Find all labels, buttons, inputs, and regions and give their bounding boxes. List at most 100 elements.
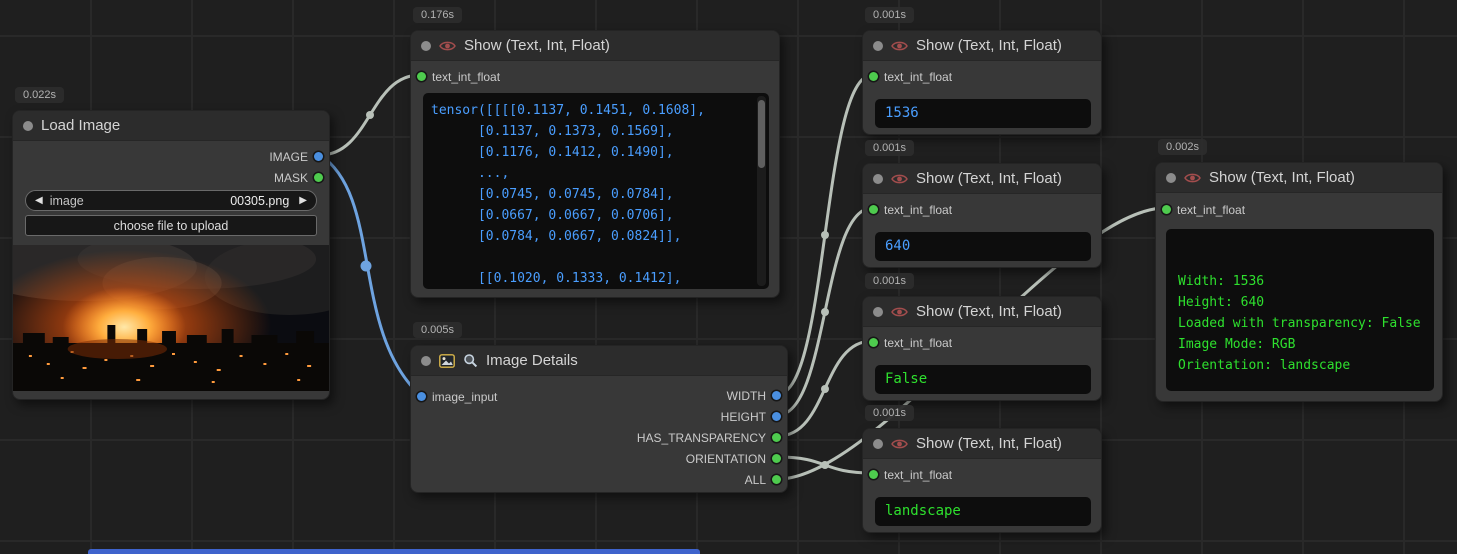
node-titlebar[interactable]: Show (Text, Int, Float) bbox=[1156, 163, 1442, 193]
collapse-dot[interactable] bbox=[873, 41, 883, 51]
input-port-text-int-float[interactable] bbox=[417, 72, 426, 81]
output-slot-width: WIDTH bbox=[411, 385, 787, 406]
summary-value: Width: 1536 Height: 640 Loaded with tran… bbox=[1166, 229, 1434, 376]
output-port-orientation[interactable] bbox=[772, 454, 781, 463]
execution-time-badge: 0.001s bbox=[865, 405, 914, 421]
node-show-width[interactable]: 0.001s Show (Text, Int, Float) text_int_… bbox=[862, 30, 1102, 135]
collapse-dot[interactable] bbox=[873, 439, 883, 449]
output-slot-mask: MASK bbox=[13, 167, 329, 188]
output-port-image[interactable] bbox=[314, 152, 323, 161]
node-titlebar[interactable]: Show (Text, Int, Float) bbox=[863, 429, 1101, 459]
eye-icon bbox=[891, 173, 908, 185]
tensor-output-textbox[interactable]: tensor([[[[0.1137, 0.1451, 0.1608], [0.1… bbox=[423, 93, 769, 289]
collapse-dot[interactable] bbox=[873, 307, 883, 317]
slot-label: text_int_float bbox=[884, 468, 952, 482]
scrollbar-track[interactable] bbox=[757, 96, 766, 286]
input-port-text-int-float[interactable] bbox=[869, 338, 878, 347]
node-title: Show (Text, Int, Float) bbox=[916, 170, 1062, 187]
input-slot-text-int-float: text_int_float bbox=[1156, 199, 1442, 220]
summary-display: Width: 1536 Height: 640 Loaded with tran… bbox=[1166, 229, 1434, 391]
node-show-height[interactable]: 0.001s Show (Text, Int, Float) text_int_… bbox=[862, 163, 1102, 268]
combo-label: image bbox=[50, 194, 84, 208]
input-port-text-int-float[interactable] bbox=[869, 470, 878, 479]
output-slot-orientation: ORIENTATION bbox=[411, 448, 787, 469]
collapse-dot[interactable] bbox=[421, 41, 431, 51]
slot-label-mask: MASK bbox=[274, 171, 308, 185]
execution-time-badge: 0.001s bbox=[865, 7, 914, 23]
combo-prev-icon[interactable]: ◀ bbox=[35, 196, 43, 206]
slot-label-image: IMAGE bbox=[269, 150, 308, 164]
input-port-text-int-float[interactable] bbox=[869, 72, 878, 81]
slot-label: text_int_float bbox=[432, 70, 500, 84]
picture-icon bbox=[439, 354, 455, 368]
input-slot-text-int-float: text_int_float bbox=[411, 66, 779, 87]
fire-city-thumbnail bbox=[13, 245, 329, 391]
node-show-orientation[interactable]: 0.001s Show (Text, Int, Float) text_int_… bbox=[862, 428, 1102, 533]
output-port-height[interactable] bbox=[772, 412, 781, 421]
execution-time-badge: 0.001s bbox=[865, 140, 914, 156]
node-titlebar[interactable]: Image Details bbox=[411, 346, 787, 376]
wire-midpoint-dot[interactable] bbox=[821, 231, 829, 239]
output-port-has-transparency[interactable] bbox=[772, 433, 781, 442]
collapse-dot[interactable] bbox=[1166, 173, 1176, 183]
input-slot-text-int-float: text_int_float bbox=[863, 66, 1101, 87]
wire-midpoint-dot[interactable] bbox=[821, 308, 829, 316]
execution-time-badge: 0.022s bbox=[15, 87, 64, 103]
node-titlebar[interactable]: Load Image bbox=[13, 111, 329, 141]
execution-time-badge: 0.176s bbox=[413, 7, 462, 23]
width-value: 1536 bbox=[875, 99, 1091, 127]
node-image-details[interactable]: 0.005s Image Details image_input WIDTH H… bbox=[410, 345, 788, 493]
orientation-value: landscape bbox=[875, 497, 1091, 525]
collapse-dot[interactable] bbox=[421, 356, 431, 366]
offscreen-node-top-edge[interactable] bbox=[88, 549, 700, 554]
slot-label: text_int_float bbox=[884, 203, 952, 217]
scrollbar-thumb[interactable] bbox=[758, 100, 765, 168]
output-slot-height: HEIGHT bbox=[411, 406, 787, 427]
wire-midpoint-dot[interactable] bbox=[366, 111, 374, 119]
slot-label-all: ALL bbox=[745, 473, 766, 487]
node-title: Show (Text, Int, Float) bbox=[916, 37, 1062, 54]
output-port-all[interactable] bbox=[772, 475, 781, 484]
node-show-all[interactable]: 0.002s Show (Text, Int, Float) text_int_… bbox=[1155, 162, 1443, 402]
execution-time-badge: 0.001s bbox=[865, 273, 914, 289]
wire-midpoint-dot[interactable] bbox=[821, 461, 829, 469]
output-port-mask[interactable] bbox=[314, 173, 323, 182]
node-title: Show (Text, Int, Float) bbox=[916, 303, 1062, 320]
combo-next-icon[interactable]: ▶ bbox=[299, 196, 307, 206]
wire-image-to-image-details[interactable] bbox=[320, 155, 420, 395]
image-filename-combo[interactable]: ◀ image 00305.png ▶ bbox=[25, 190, 317, 211]
collapse-dot[interactable] bbox=[23, 121, 33, 131]
node-show-tensor[interactable]: 0.176s Show (Text, Int, Float) text_int_… bbox=[410, 30, 780, 298]
input-port-text-int-float[interactable] bbox=[1162, 205, 1171, 214]
eye-icon bbox=[891, 40, 908, 52]
slot-label: text_int_float bbox=[884, 336, 952, 350]
eye-icon bbox=[1184, 172, 1201, 184]
node-title: Show (Text, Int, Float) bbox=[916, 435, 1062, 452]
tensor-value: tensor([[[[0.1137, 0.1451, 0.1608], [0.1… bbox=[423, 93, 769, 289]
slot-label-height: HEIGHT bbox=[721, 410, 766, 424]
collapse-dot[interactable] bbox=[873, 174, 883, 184]
input-port-text-int-float[interactable] bbox=[869, 205, 878, 214]
node-show-transparency[interactable]: 0.001s Show (Text, Int, Float) text_int_… bbox=[862, 296, 1102, 401]
slot-label-orientation: ORIENTATION bbox=[686, 452, 766, 466]
eye-icon bbox=[439, 40, 456, 52]
node-titlebar[interactable]: Show (Text, Int, Float) bbox=[863, 297, 1101, 327]
node-titlebar[interactable]: Show (Text, Int, Float) bbox=[863, 164, 1101, 194]
node-titlebar[interactable]: Show (Text, Int, Float) bbox=[411, 31, 779, 61]
value-display: 1536 bbox=[875, 99, 1091, 128]
output-slot-image: IMAGE bbox=[13, 146, 329, 167]
choose-file-button[interactable]: choose file to upload bbox=[25, 215, 317, 236]
image-preview bbox=[13, 245, 329, 391]
execution-time-badge: 0.002s bbox=[1158, 139, 1207, 155]
output-slot-all: ALL bbox=[411, 469, 787, 490]
wire-midpoint-dot[interactable] bbox=[821, 385, 829, 393]
slot-label-has-transparency: HAS_TRANSPARENCY bbox=[637, 431, 766, 445]
node-titlebar[interactable]: Show (Text, Int, Float) bbox=[863, 31, 1101, 61]
input-slot-text-int-float: text_int_float bbox=[863, 332, 1101, 353]
eye-icon bbox=[891, 438, 908, 450]
output-port-width[interactable] bbox=[772, 391, 781, 400]
transparency-value: False bbox=[875, 365, 1091, 393]
input-slot-text-int-float: text_int_float bbox=[863, 464, 1101, 485]
wire-reroute-dot[interactable] bbox=[361, 261, 372, 272]
node-load-image[interactable]: 0.022s Load Image IMAGE MASK ◀ image 003… bbox=[12, 110, 330, 400]
